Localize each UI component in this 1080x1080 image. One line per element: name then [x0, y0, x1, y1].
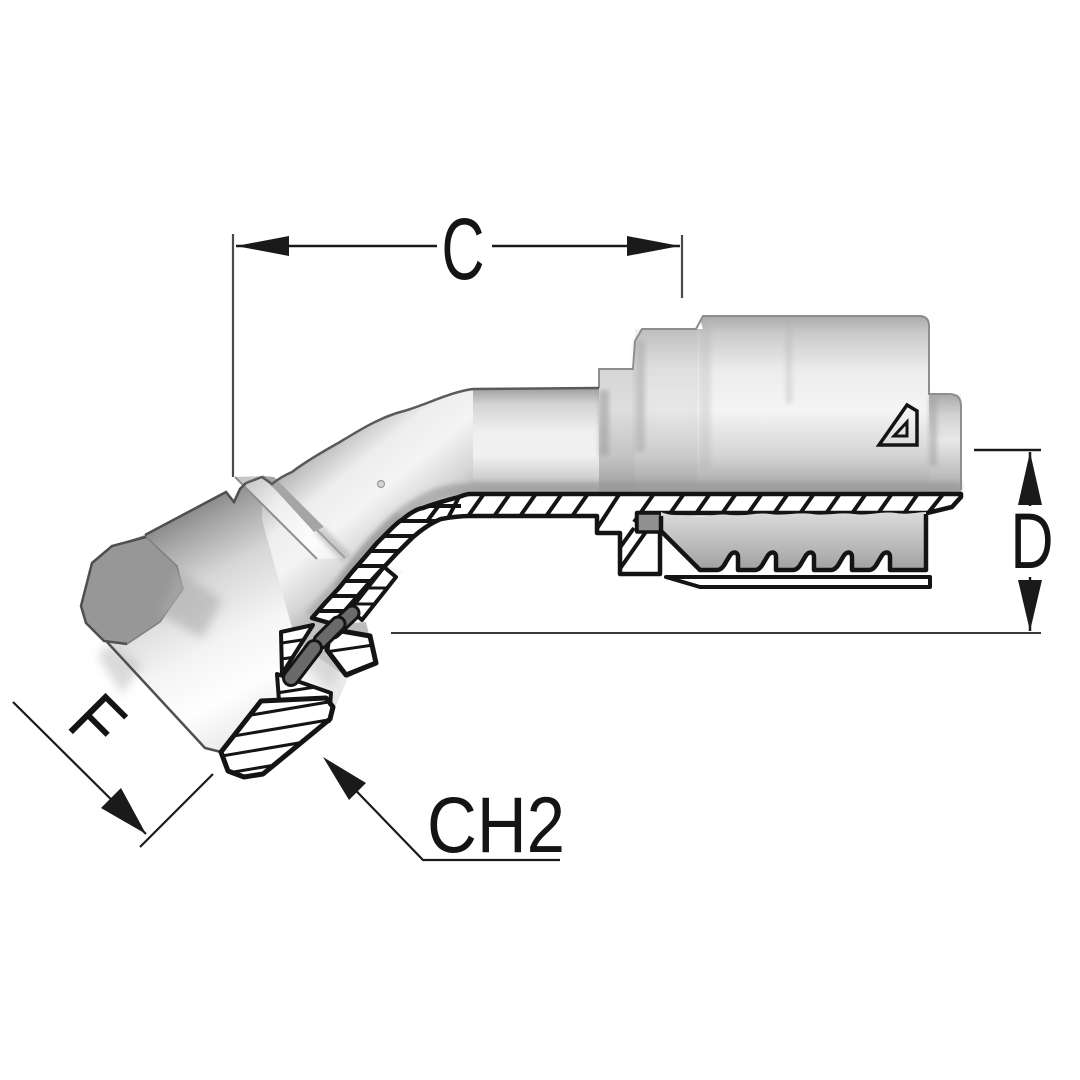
dim-d-label: D — [1011, 496, 1054, 585]
dim-f-label: F — [53, 678, 141, 766]
shell-bottom-shadow — [470, 482, 961, 493]
manufacturer-logo — [875, 402, 919, 447]
nut-face-shadow — [160, 570, 222, 638]
dim-c-label: C — [442, 201, 485, 298]
ch2-arrow — [323, 757, 366, 800]
thread-seal-bars — [282, 604, 361, 687]
hatch-line — [446, 494, 462, 519]
spacer-ring — [635, 511, 663, 534]
section-view — [218, 491, 964, 780]
cut-zone-shading-2 — [298, 615, 350, 690]
c-arrow-right — [627, 236, 680, 256]
shell-streak-1 — [599, 390, 609, 456]
thread-bar — [285, 642, 320, 684]
hatch-line — [327, 642, 376, 654]
shell-streak-3 — [699, 320, 711, 470]
ch2-leader-line — [334, 768, 560, 862]
washer-stripe-tail — [314, 527, 352, 562]
f-ext-line — [139, 773, 214, 848]
hose-tail-barbs — [661, 512, 926, 570]
ch2-label: CH2 — [427, 780, 565, 869]
f-arrow — [101, 788, 146, 834]
shell-streak-4 — [786, 318, 792, 404]
section-triangle — [279, 623, 315, 676]
shell-streak-2 — [635, 340, 645, 452]
dimension-c: C — [231, 201, 684, 477]
hose-tail-outline — [658, 514, 929, 573]
crimp-shell — [599, 316, 961, 493]
hose-wall-strip — [664, 575, 932, 589]
swivel-washer — [235, 476, 345, 559]
dimension-d: D — [391, 448, 1054, 634]
bend-outline — [245, 386, 600, 486]
shell-streak-5 — [929, 396, 937, 466]
shell-step-tint — [635, 329, 697, 493]
thread-bar — [315, 618, 344, 647]
thread-nose-hatch — [327, 642, 376, 654]
shell-outline — [598, 315, 962, 490]
nut-section — [218, 695, 336, 780]
d-arrow-up — [1018, 452, 1042, 505]
c-arrow-left — [236, 236, 289, 256]
washer-back-stripe — [263, 476, 324, 532]
nut-outline — [79, 482, 247, 754]
logo-inner-triangle — [890, 418, 909, 438]
surface-dot — [376, 479, 386, 489]
d-arrow-down — [1018, 580, 1042, 631]
logo-outer-triangle — [875, 402, 919, 447]
hatch-line — [594, 494, 624, 532]
nut-face-bottom-shadow — [98, 644, 142, 694]
label-ch2: CH2 — [323, 757, 565, 869]
horizontal-tube — [473, 388, 599, 493]
